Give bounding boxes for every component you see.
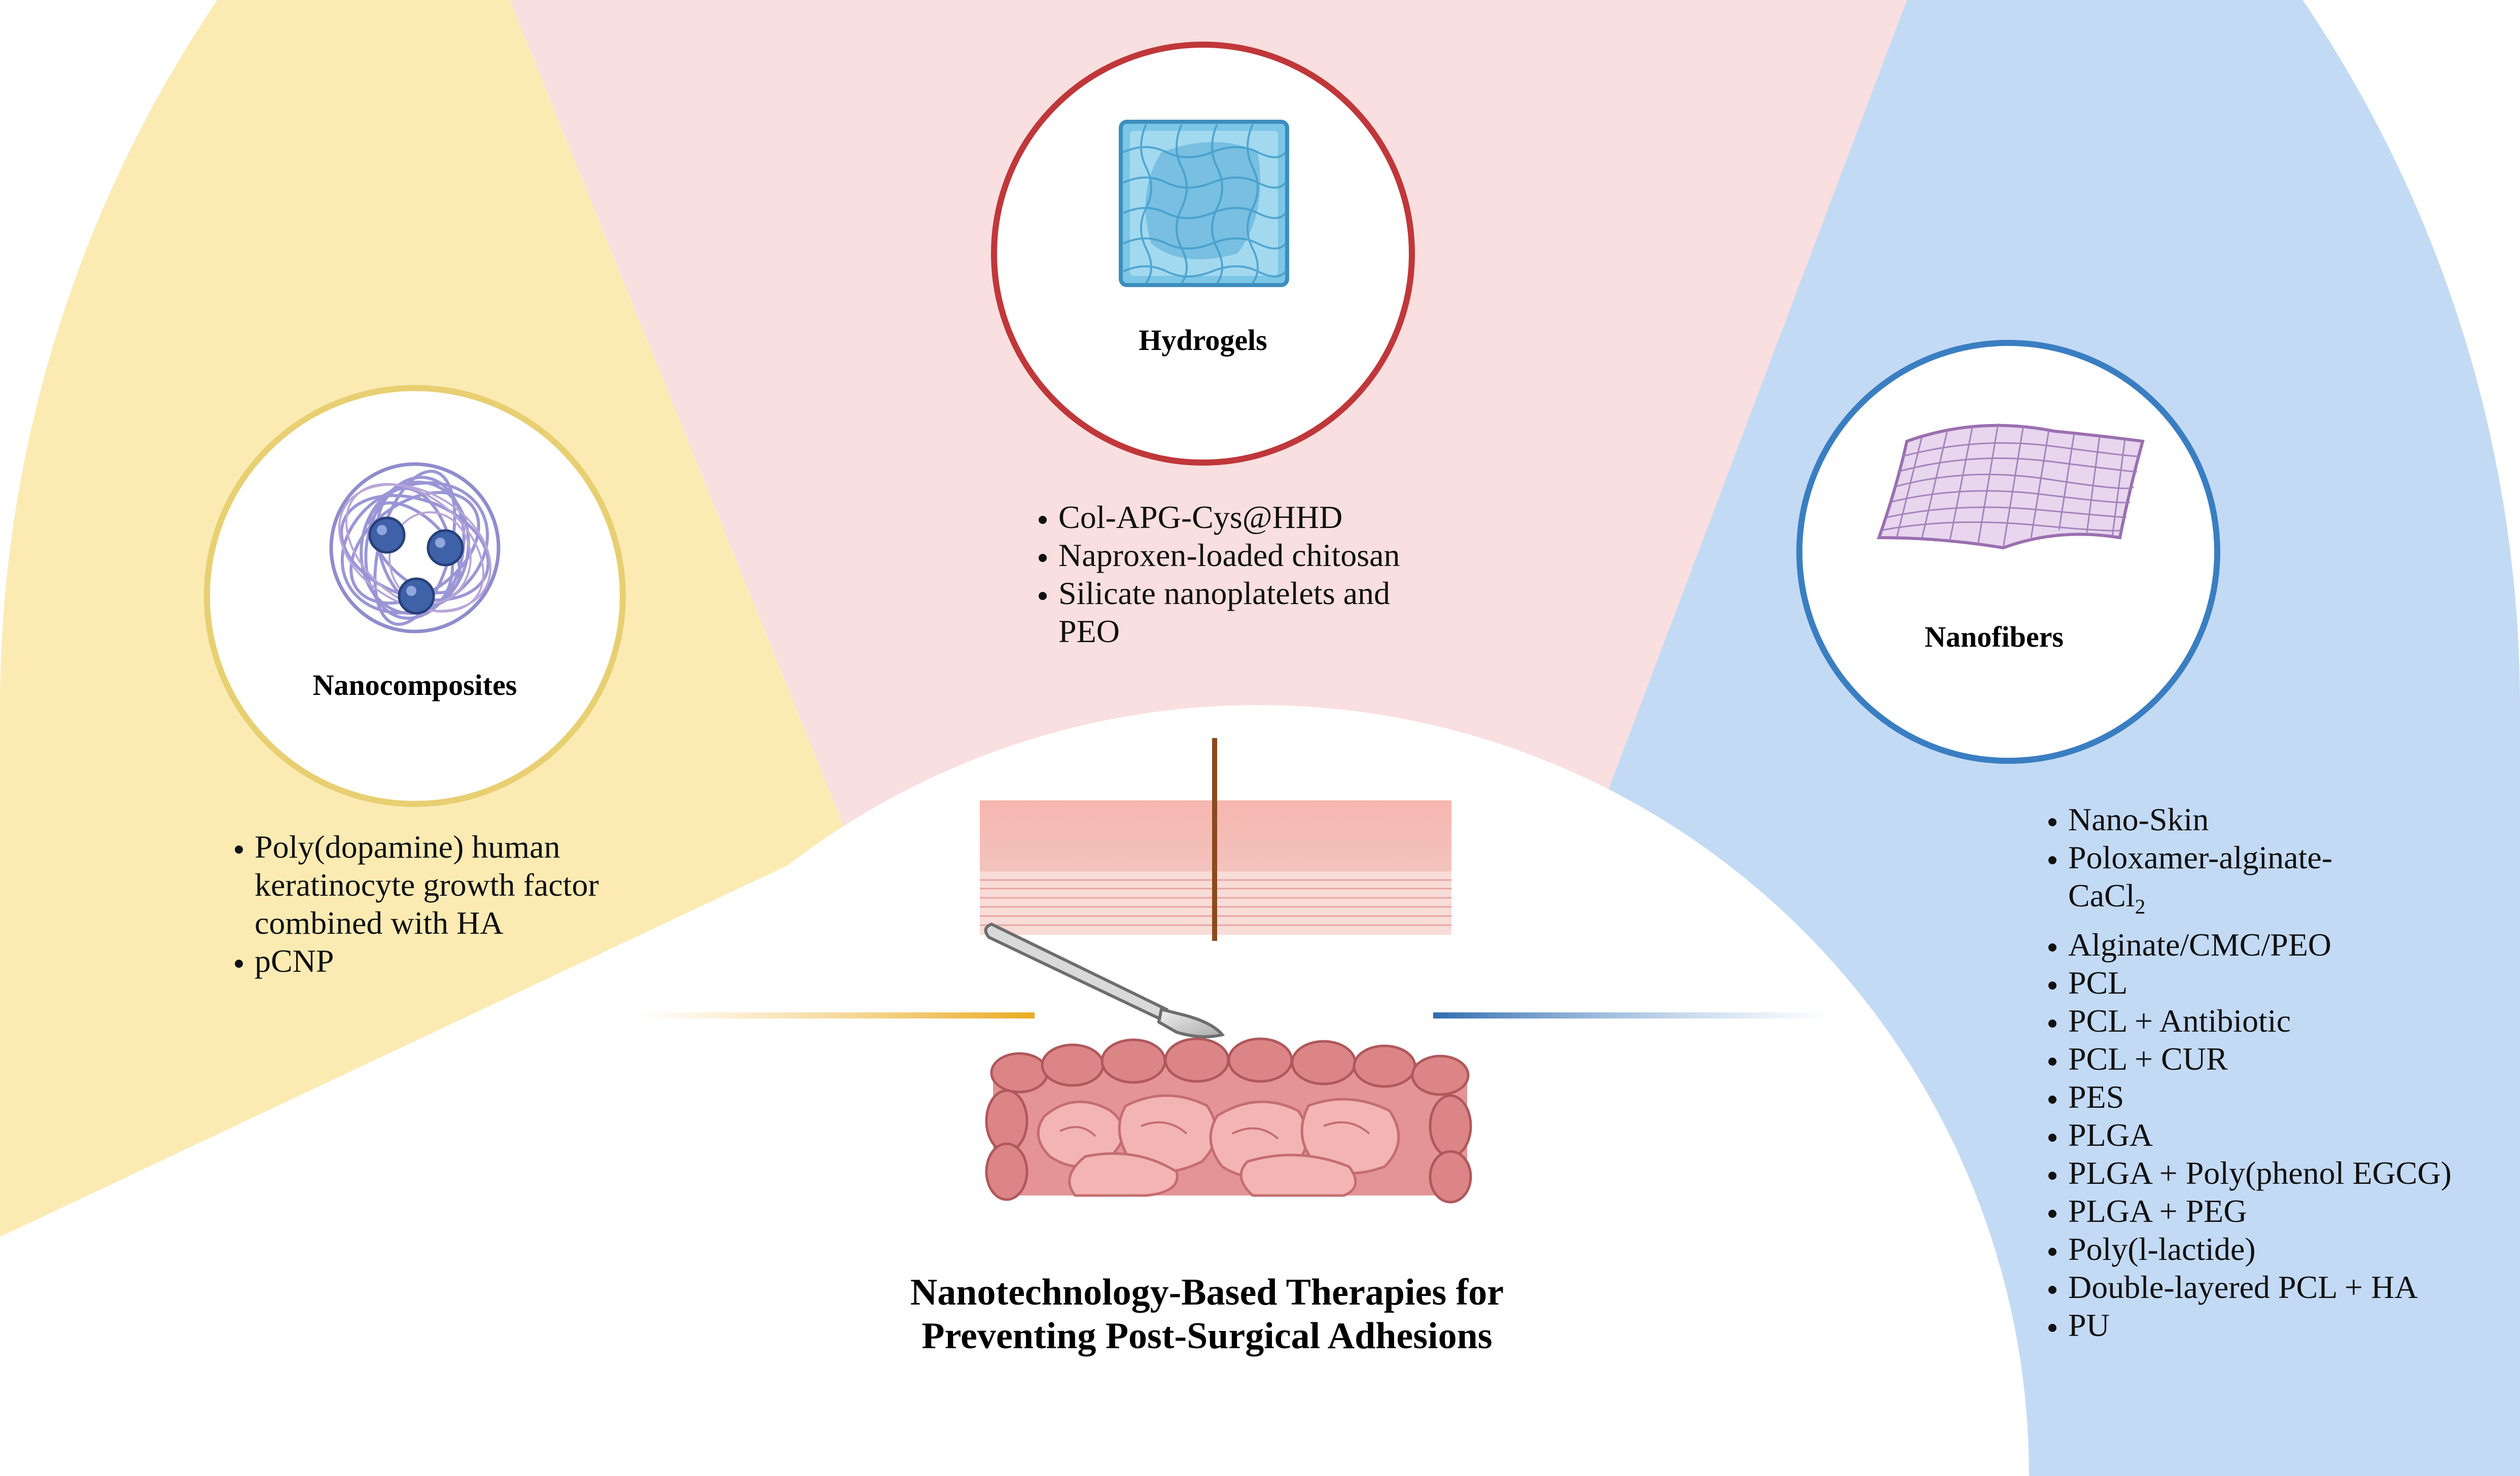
nanocomposites-node: Nanocomposites	[204, 385, 626, 807]
nanofibers-ring	[1796, 340, 2220, 764]
nanofiber-mesh-icon	[1876, 423, 2145, 550]
list-item: PCL + Antibiotic	[2068, 1002, 2454, 1040]
list-item: Poly(l-lactide)	[2068, 1230, 2454, 1268]
hydrogels-list: Col-APG-Cys@HHD Naproxen-loaded chitosan…	[1022, 498, 1424, 650]
nanofibers-label: Nanofibers	[1925, 620, 2064, 653]
list-item: Col-APG-Cys@HHD	[1058, 498, 1424, 536]
list-item-text: Poloxamer-alginate-	[2068, 839, 2333, 875]
nanofibers-node: Nanofibers	[1796, 340, 2220, 764]
list-item: PLGA	[2068, 1116, 2454, 1154]
scalpel-icon	[984, 922, 1225, 1038]
nanofibers-list: Nano-Skin Poloxamer-alginate-CaCl2 Algin…	[2032, 800, 2454, 1344]
intestines-icon	[985, 1037, 1472, 1204]
surgery-illustration	[980, 738, 1472, 1204]
list-item: PU	[2068, 1306, 2454, 1344]
cacl-formula: CaCl	[2068, 877, 2135, 913]
list-item: PCL + CUR	[2068, 1040, 2454, 1078]
list-item: Alginate/CMC/PEO	[2068, 926, 2454, 964]
left-connector-line	[634, 1012, 1035, 1018]
list-item: PLGA + PEG	[2068, 1192, 2454, 1230]
hydrogels-label: Hydrogels	[1139, 324, 1267, 357]
list-item: Nano-Skin	[2068, 800, 2454, 838]
nanocomposites-list: Poly(dopamine) human keratinocyte growth…	[218, 828, 650, 980]
nanocomposites-label: Nanocomposites	[313, 669, 517, 701]
right-connector-line	[1433, 1012, 1834, 1018]
skin-layer-icon	[980, 738, 1451, 941]
list-item: PES	[2068, 1078, 2454, 1116]
title-line-1: Nanotechnology-Based Therapies for	[910, 1272, 1504, 1313]
hydrogel-cube-icon	[1119, 120, 1289, 287]
list-item: pCNP	[255, 942, 650, 980]
diagram-title: Nanotechnology-Based Therapies for Preve…	[700, 1271, 1714, 1358]
list-item: Double-layered PCL + HA	[2068, 1268, 2454, 1306]
nanoparticle-cluster-icon	[329, 462, 501, 634]
nanocomposites-sector	[0, 0, 848, 1476]
cacl-subscript: 2	[2135, 894, 2146, 918]
list-item: PCL	[2068, 964, 2454, 1002]
title-line-2: Preventing Post-Surgical Adhesions	[921, 1315, 1493, 1357]
list-item: Poly(dopamine) human keratinocyte growth…	[255, 828, 650, 942]
list-item: Poloxamer-alginate-CaCl2	[2068, 838, 2454, 926]
hydrogels-node: Hydrogels	[991, 42, 1415, 466]
list-item: PLGA + Poly(phenol EGCG)	[2068, 1154, 2454, 1192]
list-item: Naproxen-loaded chitosan	[1058, 536, 1424, 574]
list-item: Silicate nanoplatelets and PEO	[1058, 574, 1424, 650]
